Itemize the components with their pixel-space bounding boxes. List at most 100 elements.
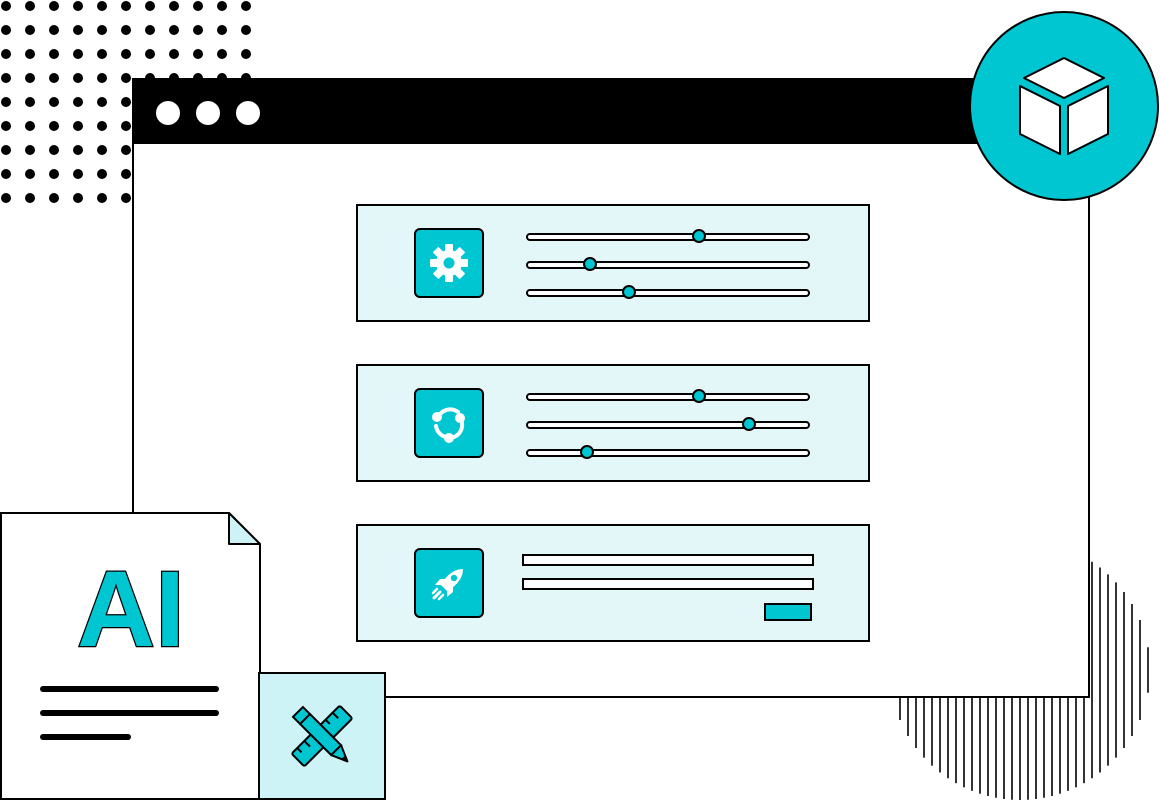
pattern-dot: [1, 73, 11, 83]
window-control-dot[interactable]: [196, 101, 220, 125]
window-titlebar: [134, 80, 1088, 144]
pattern-dot: [25, 25, 35, 35]
pattern-dot: [241, 25, 251, 35]
pattern-dot: [49, 145, 59, 155]
ai-document-label: AI: [77, 548, 185, 669]
pattern-dot: [73, 193, 83, 203]
pattern-dot: [217, 1, 227, 11]
pattern-dot: [49, 193, 59, 203]
pattern-dot: [193, 49, 203, 59]
pattern-dot: [97, 73, 107, 83]
pattern-dot: [25, 121, 35, 131]
pattern-dot: [97, 1, 107, 11]
pattern-dot: [145, 1, 155, 11]
pencil-ruler-icon: [291, 705, 353, 767]
slider-knob[interactable]: [579, 445, 594, 459]
pattern-dot: [73, 25, 83, 35]
launch-panel: [356, 524, 870, 642]
cube-icon: [1019, 57, 1109, 155]
pattern-dot: [1, 1, 11, 11]
pattern-dot: [97, 25, 107, 35]
document-icon: AI: [0, 512, 261, 800]
pattern-dot: [73, 73, 83, 83]
pattern-dot: [121, 1, 131, 11]
pattern-dot: [73, 145, 83, 155]
pattern-dot: [49, 169, 59, 179]
window-control-dot[interactable]: [156, 101, 180, 125]
share-cycle-icon[interactable]: [414, 388, 484, 458]
pattern-dot: [25, 145, 35, 155]
browser-window: [132, 78, 1090, 698]
slider-knob[interactable]: [582, 257, 597, 271]
window-control-dot[interactable]: [236, 101, 260, 125]
pattern-dot: [25, 97, 35, 107]
pattern-dot: [193, 25, 203, 35]
pattern-dot: [145, 25, 155, 35]
pattern-dot: [121, 121, 131, 131]
gear-icon[interactable]: [414, 228, 484, 298]
pattern-dot: [121, 49, 131, 59]
pattern-dot: [97, 169, 107, 179]
pattern-dot: [97, 97, 107, 107]
pattern-dot: [121, 193, 131, 203]
pattern-dot: [169, 1, 179, 11]
pattern-dot: [1, 25, 11, 35]
pattern-dot: [49, 97, 59, 107]
pattern-dot: [1, 193, 11, 203]
pattern-dot: [121, 73, 131, 83]
action-button[interactable]: [764, 603, 812, 621]
cube-badge: [969, 11, 1159, 201]
pattern-dot: [73, 1, 83, 11]
pattern-dot: [121, 25, 131, 35]
pattern-dot: [49, 1, 59, 11]
pattern-dot: [25, 193, 35, 203]
slider-track[interactable]: [526, 257, 810, 271]
pattern-dot: [25, 73, 35, 83]
pattern-dot: [97, 145, 107, 155]
pattern-dot: [121, 97, 131, 107]
slider-knob[interactable]: [691, 389, 706, 403]
tools-tile[interactable]: [258, 672, 386, 800]
pattern-dot: [73, 121, 83, 131]
pattern-dot: [49, 49, 59, 59]
pattern-dot: [97, 193, 107, 203]
settings-panel: [356, 204, 870, 322]
pattern-dot: [145, 49, 155, 59]
slider-track[interactable]: [526, 285, 810, 299]
pattern-dot: [73, 169, 83, 179]
pattern-dot: [121, 145, 131, 155]
slider-track[interactable]: [526, 389, 810, 403]
slider-track[interactable]: [526, 417, 810, 431]
slider-knob[interactable]: [691, 229, 706, 243]
pattern-dot: [97, 49, 107, 59]
pattern-dot: [217, 49, 227, 59]
slider-track[interactable]: [526, 445, 810, 459]
pattern-dot: [169, 49, 179, 59]
pattern-dot: [193, 1, 203, 11]
pattern-dot: [1, 49, 11, 59]
slider-knob[interactable]: [742, 417, 757, 431]
pattern-dot: [49, 73, 59, 83]
slider-track[interactable]: [526, 229, 810, 243]
slider-knob[interactable]: [621, 285, 636, 299]
dot-pattern: [1, 1, 251, 203]
pattern-dot: [49, 121, 59, 131]
pattern-dot: [97, 121, 107, 131]
pattern-dot: [241, 49, 251, 59]
striped-circle-decoration: [891, 561, 1149, 800]
pattern-dot: [1, 169, 11, 179]
pattern-dot: [169, 25, 179, 35]
pattern-dot: [25, 49, 35, 59]
pattern-dot: [73, 97, 83, 107]
text-line-placeholder: [522, 554, 814, 566]
pattern-dot: [241, 1, 251, 11]
pattern-dot: [49, 25, 59, 35]
pattern-dot: [25, 1, 35, 11]
text-line-placeholder: [522, 578, 814, 590]
pattern-dot: [25, 169, 35, 179]
network-panel: [356, 364, 870, 482]
pattern-dot: [1, 145, 11, 155]
pattern-dot: [1, 121, 11, 131]
rocket-icon[interactable]: [414, 548, 484, 618]
pattern-dot: [217, 25, 227, 35]
